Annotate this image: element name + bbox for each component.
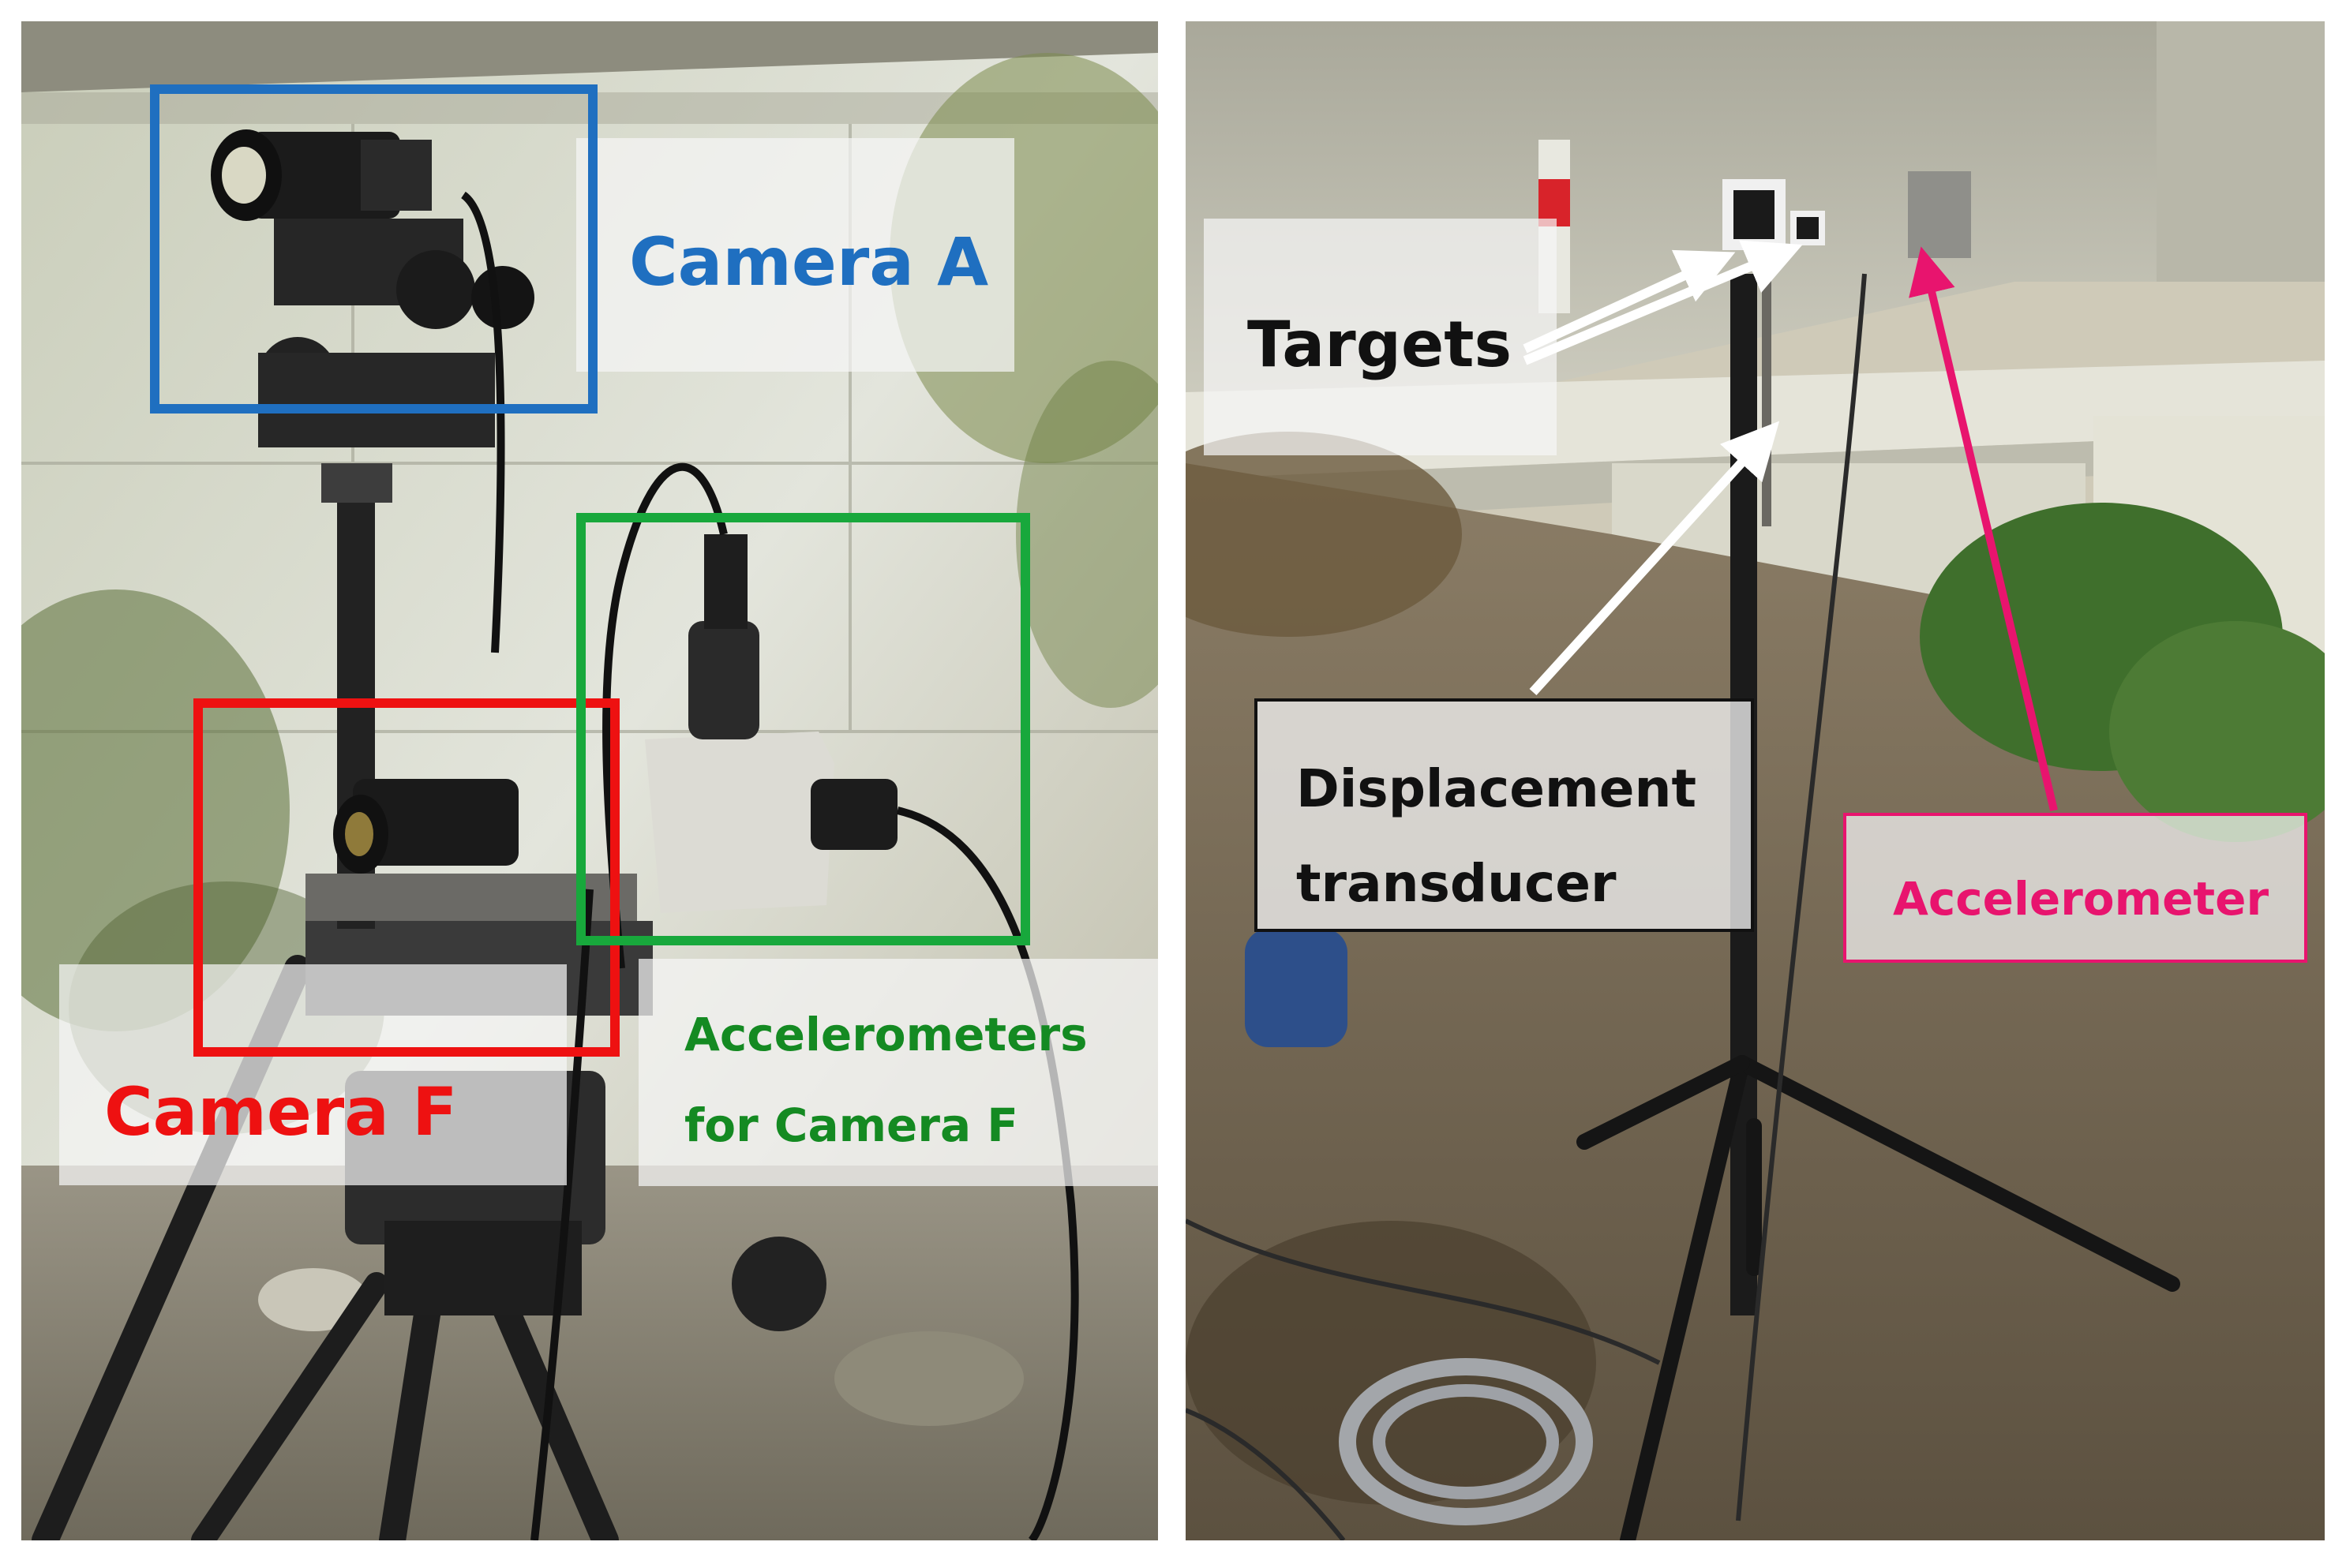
camera-f-label-panel — [59, 964, 567, 1185]
accelerometers-highlight-box — [576, 513, 1030, 945]
camera-f-label: Camera F — [104, 1073, 458, 1151]
targets-label-panel — [1204, 219, 1557, 455]
photo-camera-setup: Camera A Camera F Accelerometers for Cam… — [21, 21, 1158, 1540]
camera-f-highlight-box — [193, 698, 620, 1057]
displacement-label-panel — [1254, 698, 1754, 932]
displacement-label-line1: Displacement — [1296, 758, 1697, 819]
targets-label: Targets — [1247, 308, 1512, 381]
accelerometers-label-line1: Accelerometers — [684, 1008, 1088, 1061]
camera-a-label-panel — [576, 138, 1014, 372]
camera-a-label: Camera A — [629, 223, 989, 301]
accelerometers-label-panel — [639, 959, 1158, 1186]
displacement-label-line2: transducer — [1296, 853, 1617, 914]
accelerometers-label-line2: for Camera F — [684, 1098, 1018, 1152]
accelerometer-label: Accelerometer — [1893, 872, 2269, 926]
photo-bridge-instrumentation: Targets Displacement transducer Accelero… — [1186, 21, 2325, 1540]
accelerometer-label-panel — [1843, 813, 2307, 963]
camera-a-highlight-box — [150, 84, 598, 414]
